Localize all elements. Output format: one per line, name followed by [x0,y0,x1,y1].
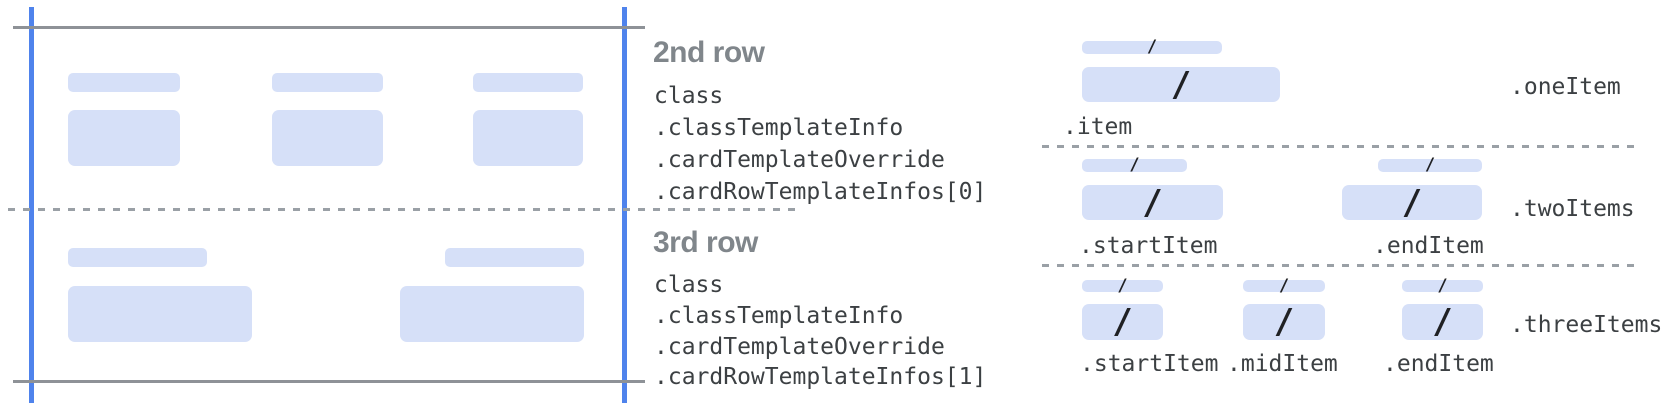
row3-class-line-3: .cardTemplateOverride [654,334,945,360]
row3-col1-value-box [68,286,252,342]
row2-class-line-1: class [654,83,724,109]
row2-col2-value-box [272,110,383,166]
card-row-divider-dashed [8,208,798,211]
three-items-end-label: .endItem [1383,351,1494,377]
row3-class-line-1: class [654,272,724,298]
one-item-value-bar: / [1082,67,1280,102]
one-item-item-label: .item [1063,114,1133,140]
two-items-start-label-bar: / [1082,155,1187,175]
two-items-start-value-bar: / [1082,185,1223,220]
row3-class-line-2: .classTemplateInfo [654,303,904,329]
row3-col2-value-box [400,286,584,342]
row2-heading: 2nd row [653,36,765,69]
three-items-end-value-bar: / [1402,304,1483,340]
two-items-start-label: .startItem [1079,233,1218,259]
row2-class-line-4: .cardRowTemplateInfos[0] [654,179,987,205]
row2-col1-label-bar [68,73,180,92]
legend-divider-1-dashed [1042,145,1634,148]
three-items-end-label-bar: / [1402,275,1483,296]
card-bottom-edge-guide [13,380,645,383]
slash-glyph: / [1278,275,1290,296]
row2-class-line-3: .cardTemplateOverride [654,147,945,173]
one-item-label-bar: / [1082,37,1222,57]
slash-glyph: / [1432,302,1453,342]
card-left-edge-guide [29,7,34,403]
three-items-group-label: .threeItems [1510,312,1663,338]
slash-glyph: / [1170,64,1192,105]
row3-col2-label-bar [445,248,584,267]
two-items-group-label: .twoItems [1510,196,1635,222]
three-items-start-label-bar: / [1082,275,1163,296]
three-items-start-label: .startItem [1080,351,1219,377]
three-items-mid-label: .midItem [1227,351,1338,377]
one-item-group-label: .oneItem [1510,74,1621,100]
row3-heading: 3rd row [653,226,758,259]
slash-glyph: / [1273,302,1295,342]
two-items-end-label: .endItem [1373,233,1484,259]
row2-col2-label-bar [272,73,383,92]
three-items-mid-value-bar: / [1243,304,1325,340]
row2-col1-value-box [68,110,180,166]
three-items-start-value-bar: / [1082,304,1163,340]
slash-glyph: / [1424,155,1436,175]
slash-glyph: / [1129,155,1140,175]
row3-class-line-4: .cardRowTemplateInfos[1] [654,364,987,390]
three-items-mid-label-bar: / [1243,275,1325,296]
row3-col1-label-bar [68,248,207,267]
row2-col3-value-box [473,110,583,166]
row2-class-line-2: .classTemplateInfo [654,115,904,141]
slash-glyph: / [1146,37,1158,57]
card-top-edge-guide [13,26,645,29]
two-items-end-label-bar: / [1378,155,1482,175]
slash-glyph: / [1401,182,1423,223]
card-right-edge-guide [622,7,627,403]
slash-glyph: / [1437,275,1448,296]
legend-divider-2-dashed [1042,264,1634,267]
row2-col3-label-bar [473,73,583,92]
slash-glyph: / [1117,275,1128,296]
slash-glyph: / [1142,182,1163,223]
slash-glyph: / [1112,302,1133,342]
two-items-end-value-bar: / [1342,185,1482,220]
